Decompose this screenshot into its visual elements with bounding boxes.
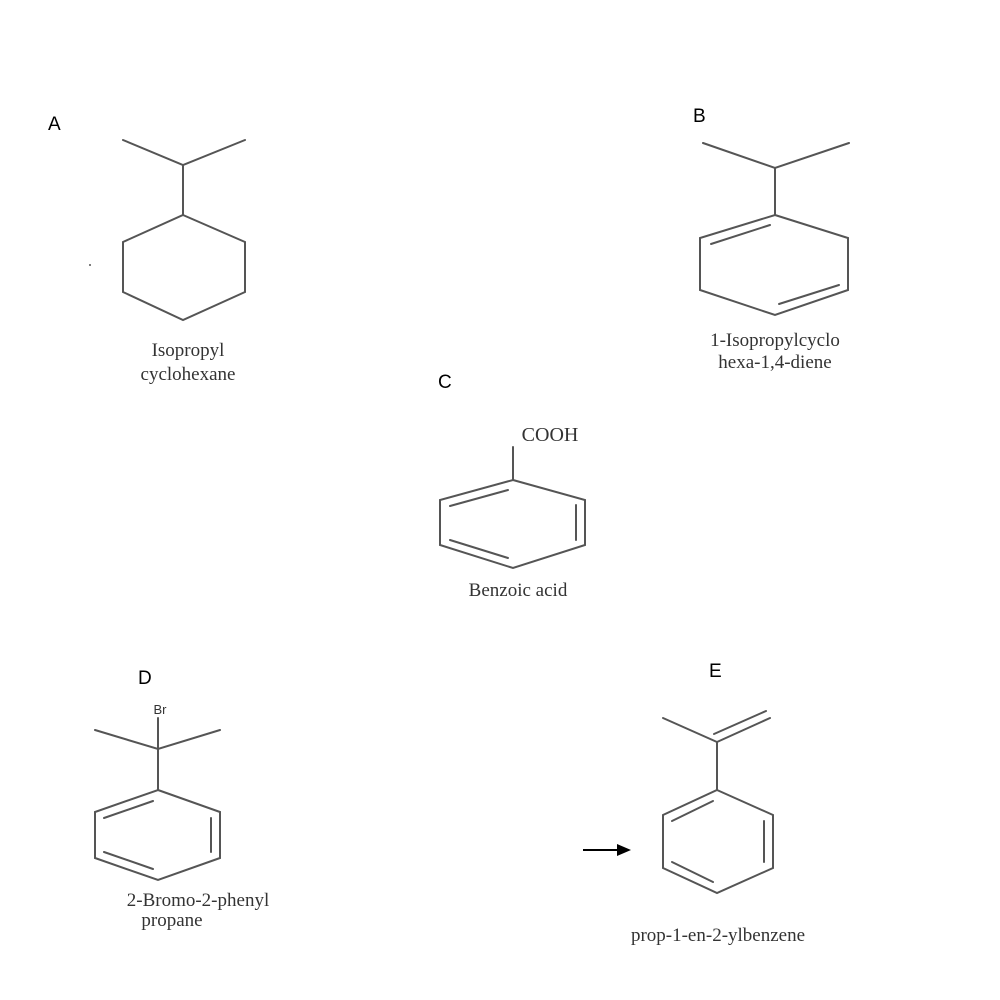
name-a-line1: Isopropyl xyxy=(152,340,225,361)
bromophenylpropane-structure xyxy=(94,717,221,882)
label-c: C xyxy=(438,372,452,393)
name-d-line1: 2-Bromo-2-phenyl xyxy=(127,890,269,911)
compound-d: D Br 2-Bromo-2-phenyl propane xyxy=(94,668,269,931)
stray-dot xyxy=(89,264,91,266)
name-e: prop-1-en-2-ylbenzene xyxy=(631,925,805,946)
compound-e: E prop-1-en-2-ylbenzene xyxy=(583,661,805,946)
name-d-line2: propane xyxy=(141,910,202,931)
arrow-icon xyxy=(583,844,631,856)
label-a: A xyxy=(48,114,61,135)
cooh-group: COOH xyxy=(522,424,579,446)
label-b: B xyxy=(693,106,706,127)
bromine-atom: Br xyxy=(154,702,168,717)
isopropylcyclohexadiene-structure xyxy=(699,142,850,317)
compound-b: B 1-Isopropylcyclo hexa-1,4-diene xyxy=(693,106,850,373)
label-d: D xyxy=(138,668,152,689)
name-b-line1: 1-Isopropylcyclo xyxy=(710,330,840,351)
label-e: E xyxy=(709,661,722,682)
compound-a: A Isopropyl cyclohexane xyxy=(48,114,246,385)
name-a-line2: cyclohexane xyxy=(141,364,236,385)
benzoic-acid-structure xyxy=(439,446,586,570)
compound-c: C COOH Benzoic acid xyxy=(438,372,586,601)
isopropylcyclohexane-structure xyxy=(122,139,246,322)
isopropenylbenzene-structure xyxy=(662,710,774,895)
name-b-line2: hexa-1,4-diene xyxy=(718,352,831,373)
name-c: Benzoic acid xyxy=(469,580,568,601)
